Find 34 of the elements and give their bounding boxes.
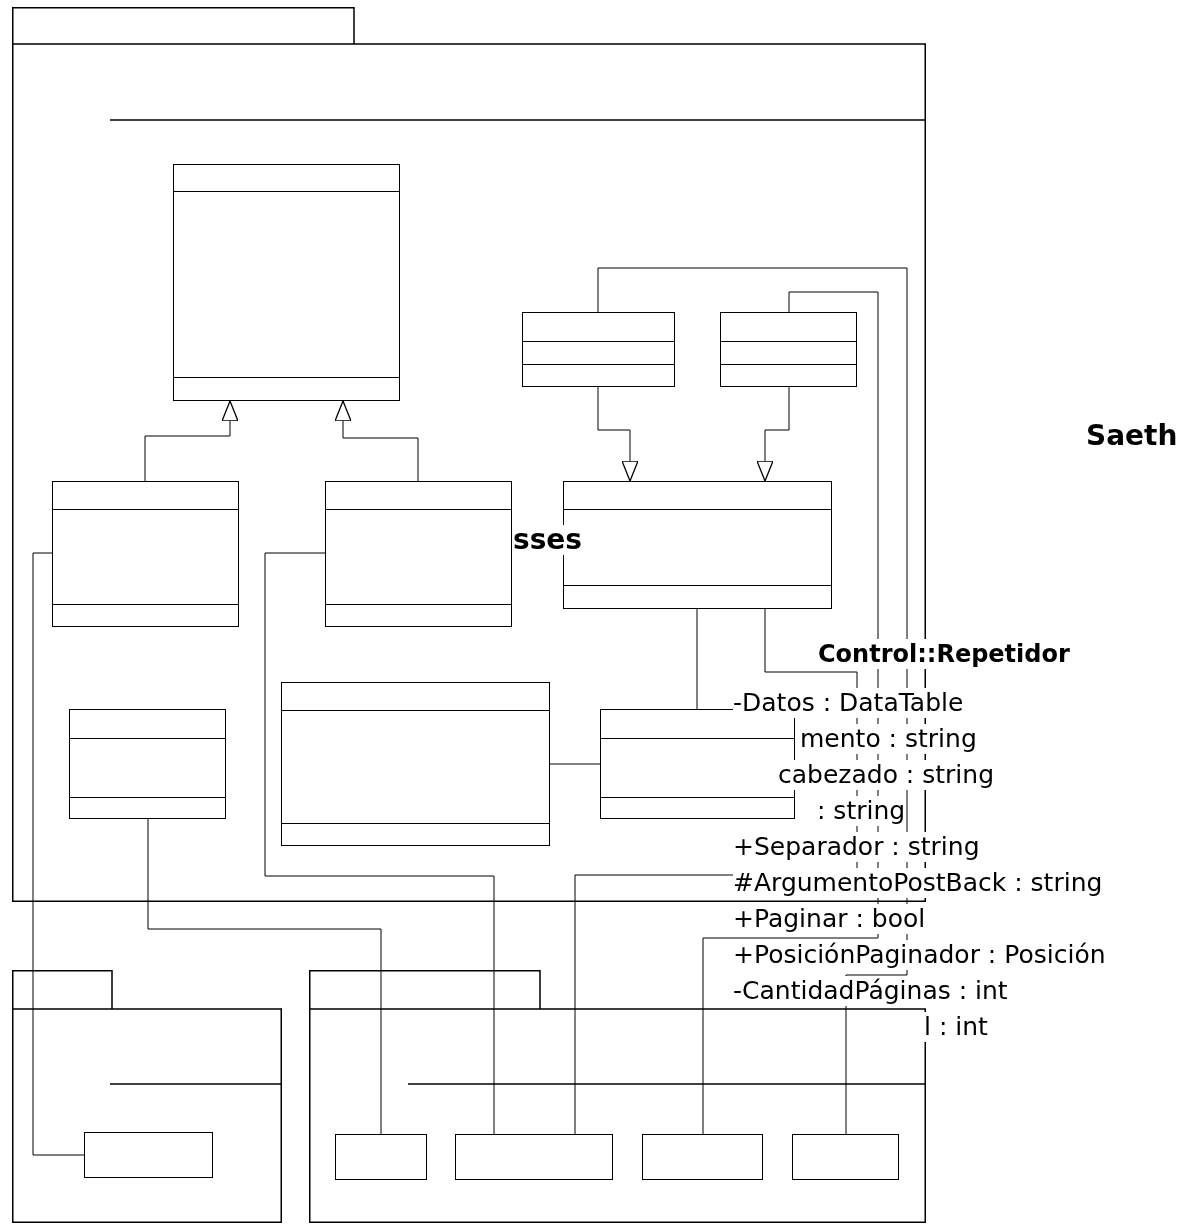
- heading-text: sses: [513, 525, 582, 555]
- attribute-text: +Separador : string: [733, 832, 980, 862]
- class-box: [69, 709, 226, 819]
- class-box: [792, 1134, 899, 1180]
- package-frame: [12, 970, 282, 1223]
- class-box: [335, 1134, 427, 1180]
- generalization-arrow: [756, 386, 790, 482]
- class-box: [52, 481, 239, 627]
- attribute-text: #ArgumentoPostBack : string: [733, 868, 1103, 898]
- connector-line: [32, 552, 85, 1156]
- generalization-arrow: [597, 386, 639, 482]
- class-box: [720, 312, 857, 387]
- attribute-text: +Paginar : bool: [733, 904, 926, 934]
- class-box: [325, 481, 512, 627]
- generalization-arrow: [334, 400, 419, 482]
- attribute-text: +PosiciónPaginador : Posición: [733, 940, 1106, 970]
- class-box: [522, 312, 675, 387]
- class-box: [455, 1134, 613, 1180]
- attribute-text: -CantidadPáginas : int: [733, 976, 1008, 1006]
- attribute-text: -Datos : DataTable: [733, 688, 964, 718]
- class-box: [642, 1134, 763, 1180]
- connector-line: [147, 818, 382, 1135]
- connector-line: [696, 608, 698, 710]
- class-name: Control::Repetidor: [818, 639, 1070, 669]
- attribute-text: mento : string: [800, 724, 977, 754]
- attribute-text: cabezado : string: [778, 760, 994, 790]
- class-box: [84, 1132, 213, 1178]
- class-box: [173, 164, 400, 401]
- attribute-text: : string: [817, 796, 906, 826]
- class-box: [281, 682, 550, 846]
- connector-line: [549, 763, 601, 765]
- attribute-text: l : int: [924, 1012, 988, 1042]
- connector-line: [264, 552, 495, 1135]
- generalization-arrow: [144, 400, 239, 482]
